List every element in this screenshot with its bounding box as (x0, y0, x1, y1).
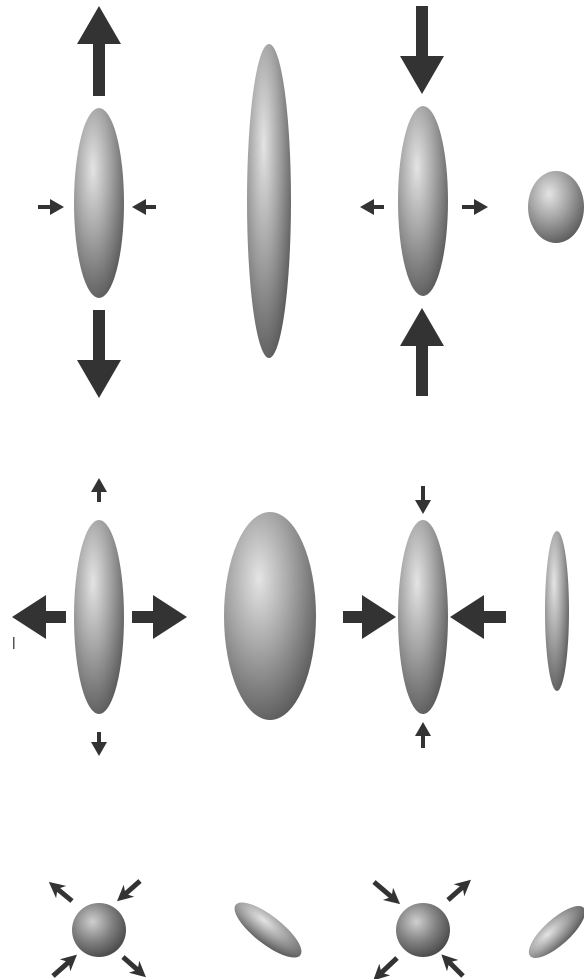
arrow-right-small (462, 199, 488, 215)
arrow-up-small (91, 478, 107, 502)
panel-r2-c (343, 486, 506, 748)
ellipsoid-body (74, 108, 124, 298)
arrow-up-small (415, 722, 431, 748)
edge-tick (13, 637, 15, 649)
panel-r3-c (374, 882, 465, 976)
arrow-down-small (415, 486, 431, 514)
panel-r3-b (227, 894, 309, 967)
sphere-body (396, 903, 450, 957)
arrow-left-small (360, 199, 384, 215)
arrow-left (450, 595, 506, 639)
arrow-down-small (91, 732, 107, 756)
ellipsoid-body (398, 106, 448, 296)
arrow-right-small (38, 199, 64, 215)
arrow-up (77, 6, 121, 96)
arrow-in-upper-right (123, 881, 140, 896)
arrow-right (343, 595, 396, 639)
arrow-out-lower-left (379, 958, 397, 975)
arrow-in-upper-left (374, 882, 394, 899)
arrow-out-lower-right (123, 957, 140, 972)
arrow-down (400, 6, 444, 94)
arrow-right (132, 595, 187, 639)
arrow-up (400, 308, 444, 396)
arrow-out-upper-left (55, 887, 72, 901)
ellipsoid-body (545, 531, 569, 691)
arrow-left-small (132, 199, 156, 215)
panel-r1-b (247, 44, 291, 358)
panel-r3-d (522, 898, 584, 965)
ellipsoid-body (522, 898, 584, 965)
ellipsoid-body (224, 512, 316, 720)
arrow-left (12, 595, 66, 639)
panel-r1-c (360, 6, 488, 396)
ellipsoid-body (227, 894, 309, 967)
panel-r2-d (545, 531, 569, 691)
ellipsoid-body (74, 520, 124, 714)
arrow-in-lower-right (447, 960, 463, 976)
ellipsoid-body (398, 520, 448, 714)
panel-r2-b (224, 512, 316, 720)
panel-r1-a (38, 6, 156, 398)
ellipsoid-body (528, 171, 584, 243)
panel-r3-a (53, 881, 140, 976)
ellipsoid-body (247, 44, 291, 358)
arrow-down (77, 310, 121, 398)
sphere-body (72, 903, 126, 957)
panel-r1-d (528, 171, 584, 243)
arrow-out-upper-right (448, 885, 465, 900)
arrow-in-lower-left (53, 960, 71, 976)
panel-r2-a (12, 478, 187, 756)
